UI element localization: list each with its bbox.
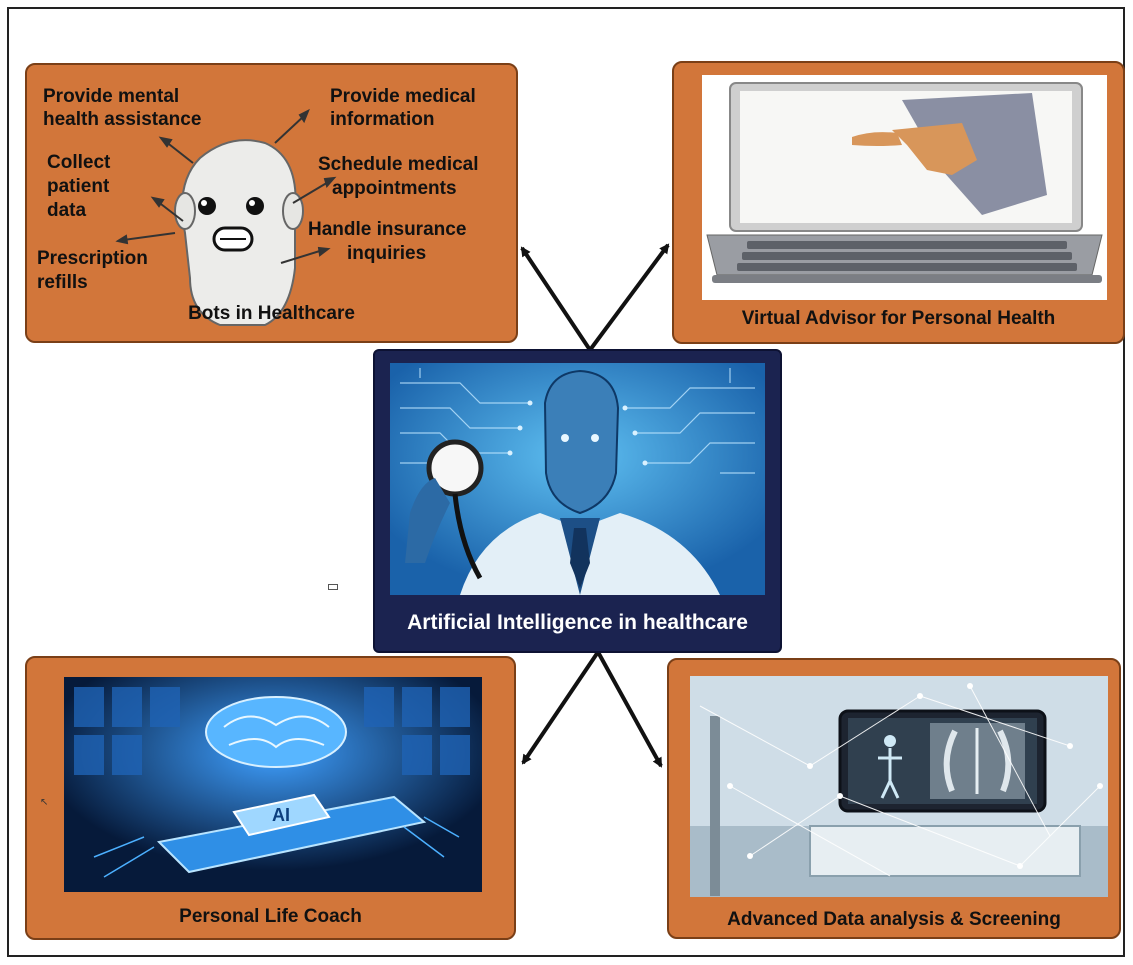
advisor-caption: Virtual Advisor for Personal Health	[741, 308, 1056, 329]
label-refills-2: refills	[37, 272, 88, 293]
analysis-panel: Advanced Data analysis & Screening	[667, 658, 1121, 939]
label-schedule-1: Schedule medical	[318, 154, 479, 175]
label-medinfo-2: information	[330, 109, 435, 130]
label-collect-3: data	[47, 200, 87, 221]
chip-text: AI	[272, 805, 290, 825]
bots-caption: Bots in Healthcare	[188, 303, 355, 324]
bot-face-icon	[115, 108, 337, 326]
label-collect-1: Collect	[47, 152, 111, 173]
arrow-to-analysis	[596, 651, 663, 768]
arrow-to-bots	[520, 246, 592, 352]
bots-panel: Provide mental health assistance Provide…	[25, 63, 518, 343]
label-schedule-2: appointments	[332, 178, 457, 199]
coach-panel: AI Personal Life Coach	[25, 656, 516, 940]
ai-brain-chip-icon: AI	[64, 677, 482, 892]
arrow-to-advisor	[588, 243, 670, 352]
label-insurance-2: inquiries	[347, 243, 427, 264]
laptop-hand-icon	[702, 75, 1107, 300]
label-collect-2: patient	[47, 176, 110, 197]
label-mental-1: Provide mental	[43, 86, 180, 107]
xray-monitor-icon	[690, 676, 1108, 897]
label-insurance-1: Handle insurance	[308, 219, 467, 240]
ai-doctor-icon	[390, 363, 765, 595]
analysis-caption: Advanced Data analysis & Screening	[727, 909, 1061, 930]
center-caption: Artificial Intelligence in healthcare	[407, 611, 748, 634]
arrow-to-coach	[521, 650, 600, 765]
advisor-panel: Virtual Advisor for Personal Health	[672, 61, 1125, 344]
center-panel: Artificial Intelligence in healthcare	[373, 349, 782, 653]
label-mental-2: health assistance	[43, 109, 202, 130]
small-rectangle-artifact	[328, 584, 338, 590]
label-refills-1: Prescription	[37, 248, 148, 269]
label-medinfo-1: Provide medical	[330, 86, 476, 107]
small-arrow-icon: ↖	[40, 797, 49, 808]
coach-caption: Personal Life Coach	[179, 906, 362, 927]
